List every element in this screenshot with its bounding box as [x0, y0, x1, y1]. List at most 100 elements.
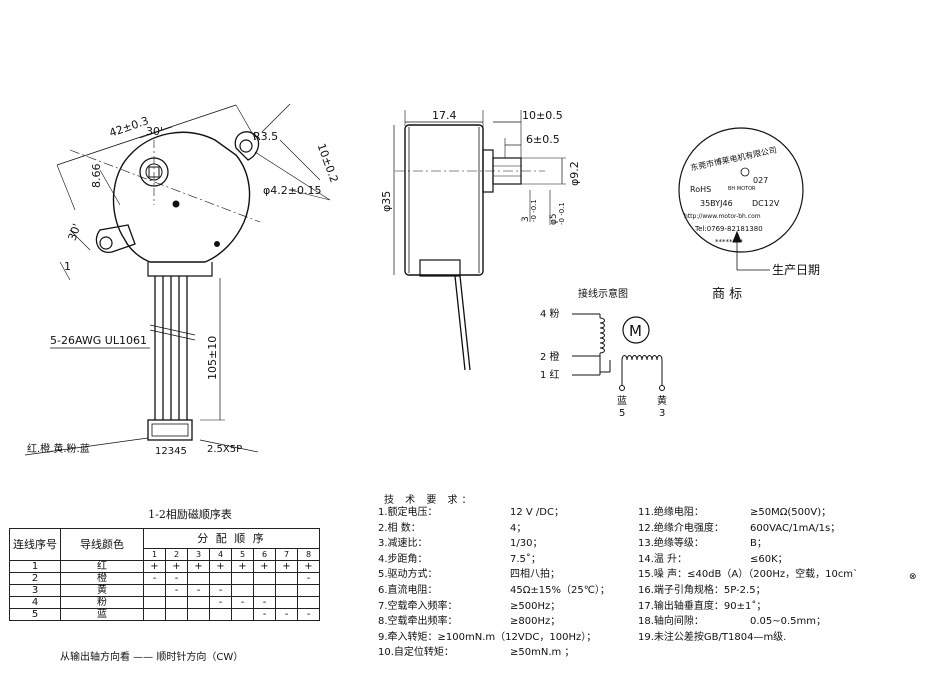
- spec-label: 10.自定位转矩：: [378, 647, 454, 659]
- sequence-cell: -: [143, 572, 166, 585]
- dim-mount: 10±0.2: [315, 142, 341, 185]
- dim-angle: 30': [146, 125, 163, 138]
- sequence-cell: -: [253, 596, 276, 609]
- sequence-cell: [165, 608, 188, 621]
- dim-flat: 3: [521, 216, 531, 222]
- sequence-cell: [231, 572, 254, 585]
- step-header: 4: [209, 548, 232, 561]
- spec-row: 1.额定电压：12 V /DC；: [378, 505, 638, 521]
- sequence-cell: [253, 572, 276, 585]
- label-url: http://www.motor-bh.com: [684, 213, 761, 220]
- sequence-cell: +: [231, 560, 254, 573]
- sequence-cell: -: [297, 608, 320, 621]
- sequence-cell: [297, 596, 320, 609]
- wire-number: 4: [9, 596, 61, 609]
- label-model: 35BYJ46: [700, 199, 733, 208]
- spec-value: 1/30；: [510, 538, 543, 550]
- sequence-cell: [143, 584, 166, 597]
- spec-row: 13.绝缘等级： B；: [638, 536, 930, 552]
- dim-diameter: φ35: [380, 191, 393, 212]
- spec-value: ≥50MΩ(500V)；: [750, 507, 832, 518]
- sequence-cell: +: [165, 560, 188, 573]
- sequence-cell: [209, 608, 232, 621]
- spec-row: 15.噪 声：≤40dB（A）（200Hz，空载，10cm`: [638, 567, 930, 583]
- pin4-label: 4 粉: [540, 307, 560, 320]
- spec-label: 18.轴向间隙：: [638, 616, 704, 628]
- spec-label: 8.空载牵出频率：: [378, 616, 458, 628]
- dim-flat-length: 6±0.5: [526, 133, 560, 146]
- cable-assembly: [24, 276, 259, 456]
- sequence-cell: [209, 572, 232, 585]
- cable-length: 105±10: [206, 336, 219, 380]
- spec-row: 2.相 数： 4；: [378, 521, 638, 537]
- label-tel: Tel:0769-82181380: [694, 225, 763, 233]
- label-rohs: RoHS: [690, 185, 711, 194]
- sequence-cell: +: [253, 560, 276, 573]
- spec-label: 17.输出轴垂直度：90±1˚；: [638, 600, 767, 612]
- wire-color: 红: [60, 560, 144, 573]
- motor-side-view: [393, 110, 566, 371]
- spec-label: 15.噪 声：≤40dB（A）（200Hz，空载，10cm`: [638, 569, 859, 581]
- wire-color: 粉: [60, 596, 144, 609]
- spec-value: 12 V /DC；: [510, 507, 564, 518]
- spec-value: 45Ω±15%（25℃）；: [510, 584, 610, 596]
- dim-radius: R3.5: [253, 130, 278, 143]
- pin2-label: 2 橙: [540, 350, 560, 363]
- col-sequence: 分 配 顺 序: [143, 528, 320, 549]
- spec-row: 6.直流电阻：45Ω±15%（25℃）；: [378, 583, 638, 599]
- product-label: [678, 127, 804, 271]
- label-brand: BH MOTOR: [728, 186, 756, 192]
- production-date-label: 生产日期: [772, 263, 820, 277]
- spec-value: ≥500Hz；: [510, 600, 561, 612]
- sequence-cell: -: [209, 584, 232, 597]
- step-header: 3: [187, 548, 210, 561]
- sequence-cell: [187, 608, 210, 621]
- sequence-cell: +: [275, 560, 298, 573]
- dim-small: 1: [64, 260, 71, 273]
- technical-drawing: 42±0.3 30' R3.5 10±0.2 8.66 φ4.2±0.15 30…: [24, 103, 820, 457]
- spec-value: 4；: [510, 522, 527, 534]
- sequence-cell: [253, 584, 276, 597]
- sequence-cell: [231, 608, 254, 621]
- step-header: 6: [253, 548, 276, 561]
- spec-value: B；: [750, 538, 767, 550]
- sequence-cell: [143, 608, 166, 621]
- sequence-cell: [275, 596, 298, 609]
- spec-row: 8.空载牵出频率：≥800Hz；: [378, 614, 638, 630]
- spec-row: 18.轴向间隙：0.05~0.5mm；: [638, 614, 930, 630]
- spec-row: 9.牵入转矩：≥100mN.m（12VDC，100Hz）；: [378, 630, 638, 646]
- pin1-label: 1 红: [540, 368, 560, 381]
- wiring-diagram: [572, 313, 665, 391]
- step-header: 5: [231, 548, 254, 561]
- dim-shaft: φ5: [549, 213, 559, 225]
- spec-label: 7.空载牵入频率：: [378, 600, 458, 612]
- blue-label: 蓝: [617, 395, 627, 407]
- sequence-cell: -: [275, 608, 298, 621]
- sequence-cell: -: [209, 596, 232, 609]
- spec-label: 13.绝缘等级：: [638, 538, 704, 550]
- spec-row: 16.端子引角规格：5P-2.5；: [638, 583, 930, 599]
- label-stars: ********: [715, 238, 744, 246]
- motor-symbol: M: [629, 322, 642, 340]
- spec-value: 四相八拍；: [510, 569, 560, 581]
- spec-label: 4.步距角：: [378, 553, 428, 565]
- sequence-cell: [187, 596, 210, 609]
- spec-label: 2.相 数：: [378, 522, 421, 534]
- spec-row: 10.自定位转矩：≥50mN.m ；: [378, 645, 638, 661]
- label-code: 027: [753, 176, 768, 185]
- sequence-cell: -: [165, 572, 188, 585]
- dim-flat-tol: -0 -0.1: [530, 199, 538, 222]
- sequence-cell: -: [253, 608, 276, 621]
- step-header: 1: [143, 548, 166, 561]
- wiring-title: 接线示意图: [578, 287, 628, 300]
- spec-value: 7.5˚；: [510, 553, 541, 565]
- spec-row: 19.未注公差按GB/T1804—m级.: [638, 630, 930, 646]
- spec-label: 11.绝缘电阻：: [638, 507, 704, 518]
- sequence-cell: [231, 584, 254, 597]
- yellow-num: 3: [659, 408, 665, 419]
- sequence-cell: +: [297, 560, 320, 573]
